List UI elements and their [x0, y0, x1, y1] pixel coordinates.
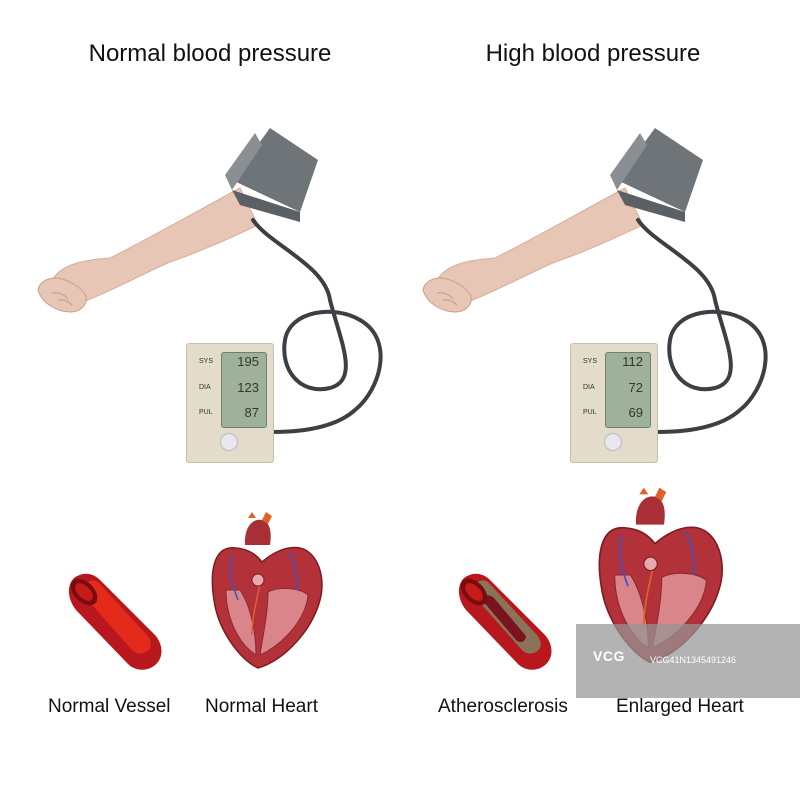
sys-label: SYS [199, 358, 214, 365]
normal-heart [211, 511, 323, 669]
monitor-screen [605, 352, 651, 428]
pul-value: 69 [628, 405, 643, 420]
caption-atherosclerosis: Atherosclerosis [438, 696, 568, 717]
caption-normal-vessel: Normal Vessel [48, 696, 171, 717]
bp-monitor-left: SYS DIA PUL 195 123 87 [186, 343, 274, 463]
monitor-screen [221, 352, 267, 428]
panel-title-high: High blood pressure [485, 40, 701, 67]
sys-label: SYS [583, 358, 598, 365]
arm-left [37, 187, 259, 313]
normal-vessel [68, 573, 162, 670]
atherosclerosis-vessel [458, 573, 552, 670]
watermark-box [576, 624, 800, 698]
watermark-id: VCG41N1345491246 [650, 655, 737, 665]
caption-enlarged-heart: Enlarged Heart [616, 696, 744, 717]
caption-normal-heart: Normal Heart [205, 696, 318, 717]
dia-label: DIA [583, 384, 595, 391]
tube-left [251, 218, 383, 434]
dia-label: DIA [199, 384, 211, 391]
watermark-brand: VCG [593, 648, 625, 664]
monitor-button [604, 433, 622, 451]
sys-value: 195 [237, 354, 259, 369]
sys-value: 112 [622, 354, 643, 369]
panel-title-normal: Normal blood pressure [88, 40, 332, 67]
bp-monitor-right: SYS DIA PUL 112 72 69 [570, 343, 658, 463]
tube-right [636, 218, 768, 434]
arm-right [422, 187, 644, 313]
dia-value: 72 [628, 380, 643, 395]
pul-value: 87 [244, 405, 259, 420]
dia-value: 123 [237, 380, 259, 395]
monitor-button [220, 433, 238, 451]
pul-label: PUL [583, 409, 597, 416]
pul-label: PUL [199, 409, 213, 416]
